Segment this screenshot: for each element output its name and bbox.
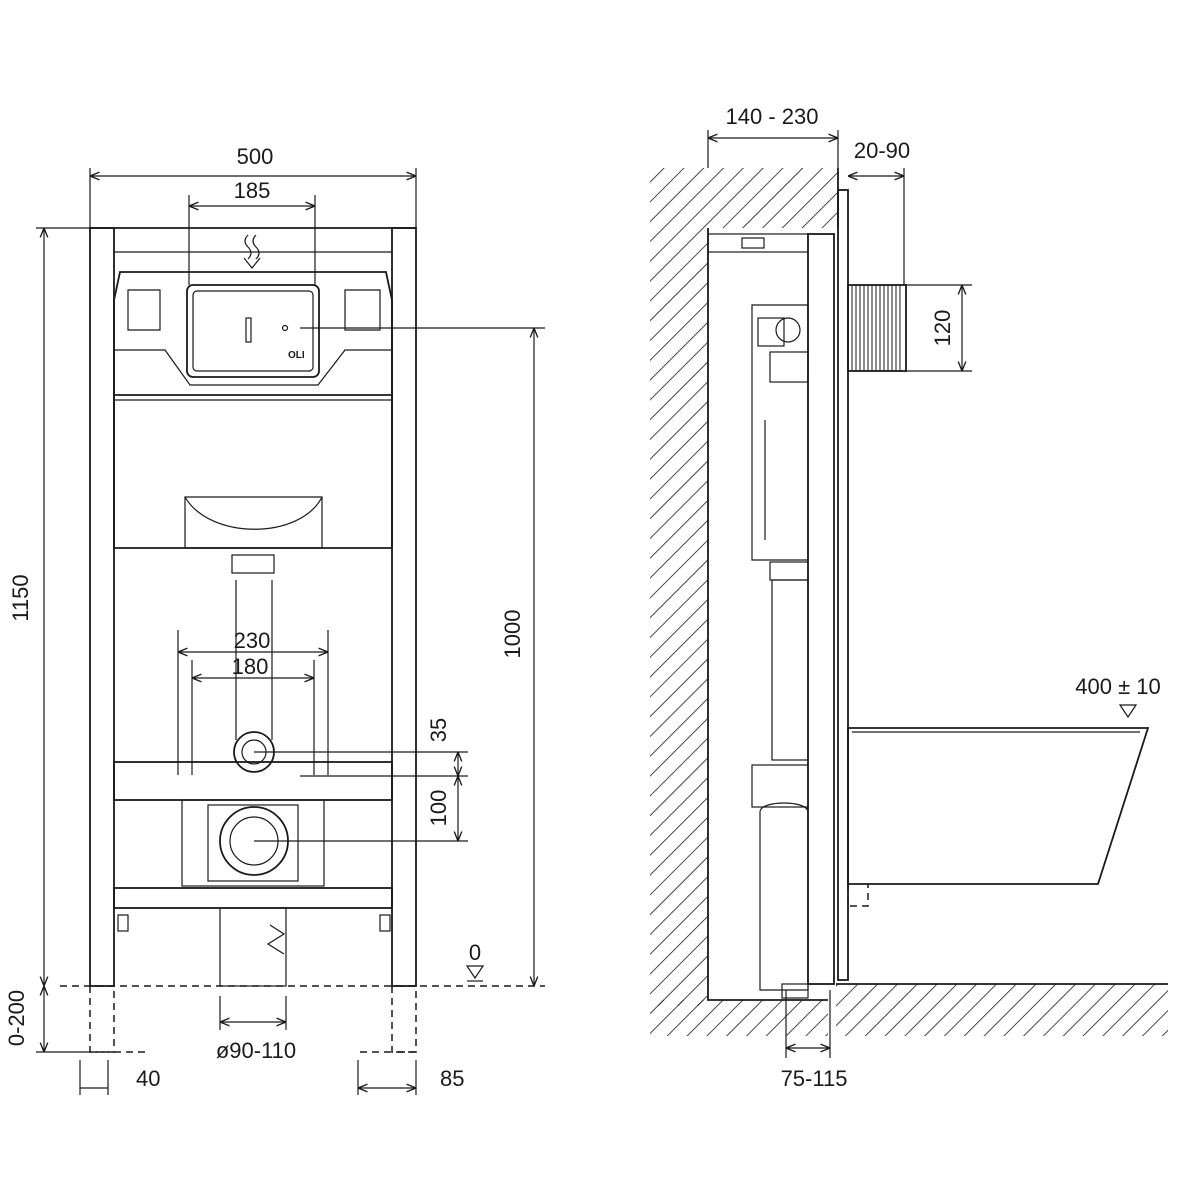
wall-hung-bowl: 400 ± 10 (847, 674, 1161, 907)
dimension-230: 230 (178, 628, 328, 653)
installation-frame (89, 227, 417, 987)
svg-text:230: 230 (234, 628, 271, 653)
water-inlet-icon (243, 234, 261, 269)
brand-mark: OLI (288, 350, 305, 361)
svg-text:20-90: 20-90 (854, 138, 910, 163)
frame-side-profile (707, 233, 835, 999)
flush-plate-opening: OLI (186, 284, 320, 378)
svg-text:0-200: 0-200 (4, 990, 29, 1046)
svg-text:180: 180 (232, 654, 269, 679)
svg-text:500: 500 (237, 144, 274, 169)
svg-text:1150: 1150 (8, 574, 33, 621)
flush-pipe (837, 189, 907, 981)
svg-text:ø90-110: ø90-110 (216, 1038, 296, 1063)
svg-text:75-115: 75-115 (781, 1066, 848, 1091)
dimension-185: 185 (188, 178, 316, 285)
dimension-100: 100 (254, 776, 468, 842)
front-view: OLI 500 185 1150 (4, 144, 545, 1095)
dimension-1150: 1150 (8, 227, 90, 986)
svg-text:35: 35 (426, 718, 451, 742)
leg-extension: 0-200 (4, 986, 417, 1053)
dimension-plate-depth: 20-90 (848, 138, 910, 285)
dimension-500: 500 (89, 144, 417, 228)
dimension-40: 40 (79, 1060, 160, 1095)
dimension-85: 85 (357, 1060, 464, 1095)
floor-level-marker: 0 (60, 940, 545, 987)
seat-height-label: 400 ± 10 (1075, 674, 1160, 699)
svg-text:1000: 1000 (500, 610, 525, 659)
svg-text:40: 40 (136, 1066, 160, 1091)
svg-text:85: 85 (440, 1066, 464, 1091)
dimension-pipe-height: 120 (906, 284, 972, 372)
floor-hatch (650, 1000, 828, 1036)
dimension-180: 180 (192, 654, 314, 679)
wall-hatch (650, 168, 708, 1006)
svg-text:0: 0 (469, 940, 481, 965)
dimension-35: 35 (254, 718, 468, 777)
dimension-1000: 100 0 (300, 327, 545, 986)
svg-text:140 - 230: 140 - 230 (726, 104, 819, 129)
svg-text:185: 185 (234, 178, 271, 203)
dimension-drain-offset: 75-115 (781, 990, 848, 1091)
side-view: 400 ± 10 140 - 230 20-90 120 75-115 (650, 104, 1168, 1091)
dimension-drain: ø90-110 (216, 996, 296, 1063)
svg-text:120: 120 (930, 310, 955, 347)
dimension-wall-distance: 140 - 230 (707, 104, 839, 168)
svg-text:100: 100 (426, 790, 451, 827)
